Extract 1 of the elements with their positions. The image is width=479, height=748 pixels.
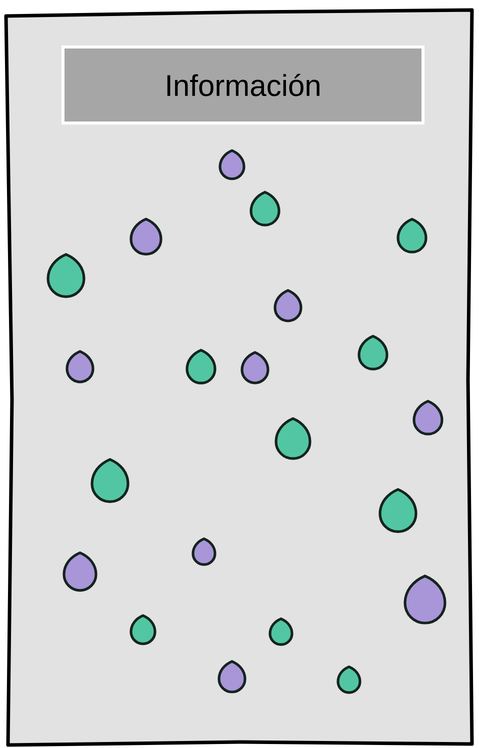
title-box: Información (62, 46, 424, 124)
